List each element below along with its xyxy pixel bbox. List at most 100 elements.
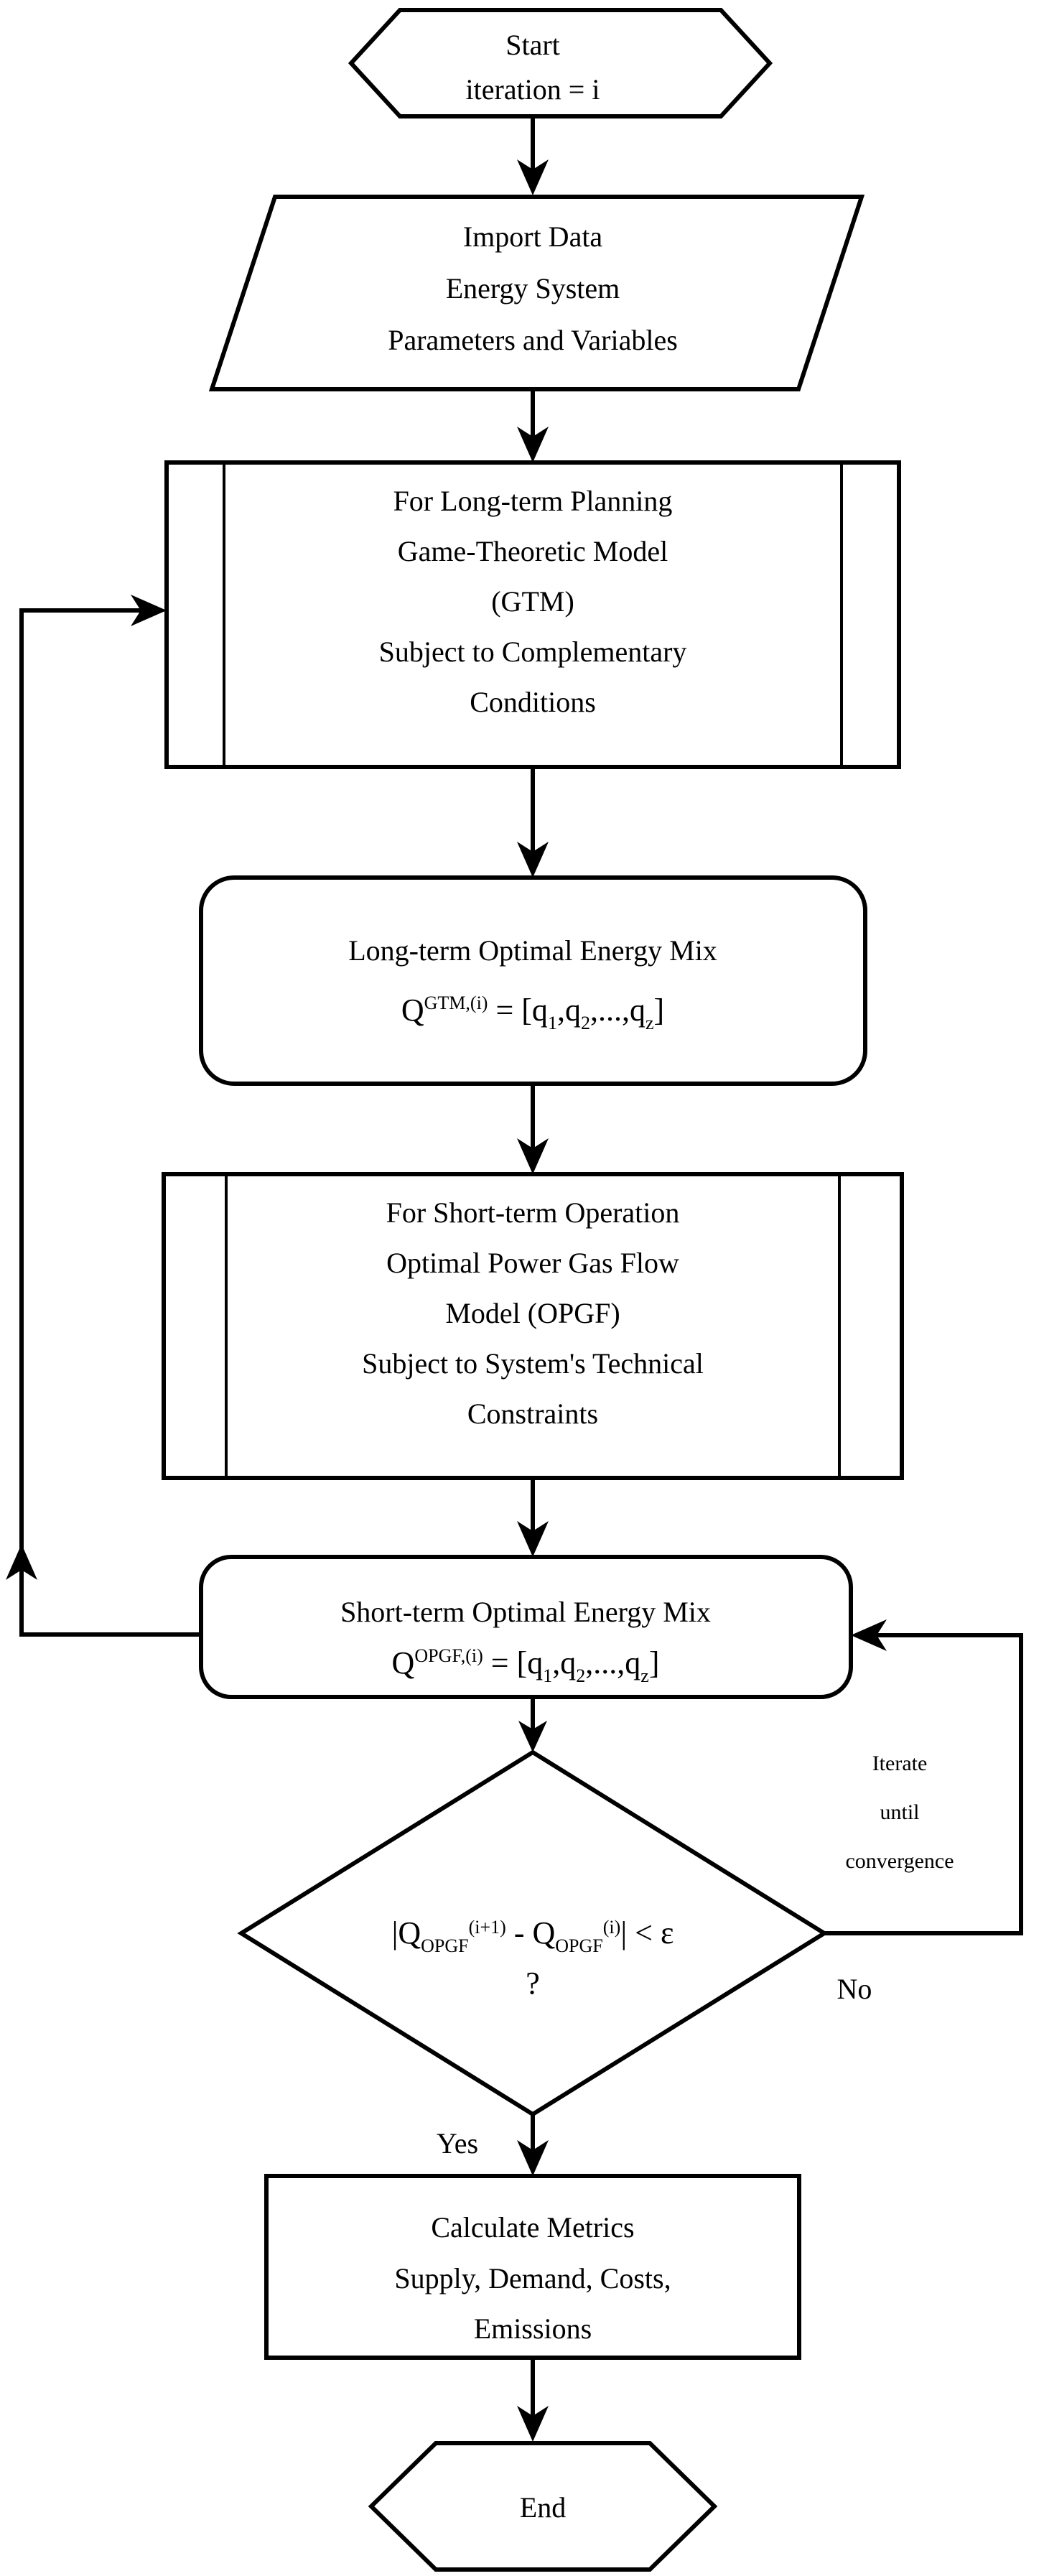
decision-q1-sup: (i+1)	[469, 1917, 506, 1938]
ltm-formula-rest: = [q	[488, 992, 547, 1028]
ltm-formula-sub1: 1	[548, 1013, 557, 1033]
edge-shortterm-to-gtm-path	[19, 608, 201, 1637]
decision-comparison: <	[627, 1915, 661, 1950]
edge-no-feedback-arrowhead	[851, 1619, 887, 1651]
decision-q2-sub: OPGF	[555, 1935, 602, 1956]
opgf-line2: Optimal Power Gas Flow	[386, 1247, 679, 1279]
edge-label-iterate-until-convergence: Iterate until convergence	[845, 1752, 954, 1873]
iterate-label-line1: Iterate	[872, 1752, 928, 1775]
ltm-formula-sub3: z	[645, 1013, 654, 1033]
edge-no-feedback-loop	[824, 1619, 1023, 1935]
ltm-formula-mid1: ,q	[557, 992, 581, 1028]
edge-label-no: No	[837, 1973, 872, 2005]
iterate-label-line3: convergence	[845, 1849, 954, 1873]
calculate-metrics-line1: Calculate Metrics	[431, 2211, 634, 2243]
node-gtm[interactable]: For Long-term Planning Game-Theoretic Mo…	[164, 460, 901, 769]
decision-q2-base: Q	[533, 1915, 556, 1950]
ltm-formula-base: Q	[401, 992, 424, 1028]
edge-start-to-import-arrowhead	[517, 159, 549, 195]
edge-shortterm-to-gtm-feedback	[6, 595, 201, 1637]
decision-bar-open: |	[392, 1915, 399, 1950]
calculate-metrics-line3: Emissions	[474, 2312, 592, 2345]
node-calculate-metrics[interactable]: Calculate Metrics Supply, Demand, Costs,…	[264, 2174, 801, 2360]
edge-gtm-to-longterm-arrowhead	[517, 842, 549, 878]
decision-q2-sup: (i)	[603, 1917, 621, 1938]
node-end[interactable]: End	[368, 2441, 718, 2572]
end-hexagon-shape	[368, 2441, 718, 2572]
iterate-label-line2: until	[880, 1800, 919, 1824]
gtm-line5: Conditions	[470, 686, 596, 718]
stm-formula-sub1: 1	[543, 1665, 552, 1686]
stm-formula-end: ]	[649, 1645, 660, 1680]
calculate-metrics-rect	[264, 2174, 801, 2360]
node-import-data[interactable]: Import Data Energy System Parameters and…	[208, 195, 865, 391]
stm-formula-sub3: z	[640, 1665, 649, 1686]
opgf-outer-rect	[162, 1172, 904, 1480]
import-data-line3: Parameters and Variables	[388, 324, 678, 356]
ltm-formula-mid2: ,...,q	[590, 992, 645, 1028]
opgf-line1: For Short-term Operation	[386, 1196, 680, 1229]
node-decision[interactable]: |QOPGF(i+1) - QOPGF(i)| < ε ?	[237, 1749, 829, 2117]
long-term-mix-rounded-rect	[199, 875, 867, 1086]
edge-shortterm-to-decision	[518, 1697, 547, 1752]
gtm-line4: Subject to Complementary	[379, 636, 687, 668]
edge-shortterm-to-gtm-up-arrowhead	[6, 1544, 37, 1580]
short-term-mix-line1: Short-term Optimal Energy Mix	[340, 1596, 711, 1628]
edge-metrics-to-end	[517, 2358, 549, 2442]
start-hexagon-shape	[348, 8, 773, 118]
decision-q1-sub: OPGF	[421, 1935, 468, 1956]
edge-gtm-to-longterm	[517, 767, 549, 878]
import-data-line1: Import Data	[463, 220, 603, 253]
long-term-mix-line1: Long-term Optimal Energy Mix	[348, 934, 717, 967]
node-long-term-mix[interactable]: Long-term Optimal Energy Mix QGTM,(i) = …	[199, 875, 867, 1086]
edge-shortterm-to-decision-arrowhead	[518, 1721, 547, 1752]
gtm-line2: Game-Theoretic Model	[398, 535, 668, 567]
node-short-term-mix[interactable]: Short-term Optimal Energy Mix QOPGF,(i) …	[199, 1555, 853, 1699]
stm-formula-mid2: ,...,q	[585, 1645, 640, 1680]
calculate-metrics-line2: Supply, Demand, Costs,	[394, 2262, 671, 2294]
stm-formula-base: Q	[392, 1645, 415, 1680]
stm-formula-rest: = [q	[483, 1645, 543, 1680]
ltm-formula-sup: GTM,(i)	[424, 992, 488, 1013]
start-line1: Start	[505, 29, 560, 61]
edge-decision-to-metrics-arrowhead	[517, 2140, 549, 2176]
edge-no-feedback-path	[824, 1633, 1023, 1935]
short-term-mix-formula: QOPGF,(i) = [q1,q2,...,qz]	[392, 1645, 660, 1686]
end-line1: End	[520, 2491, 566, 2524]
decision-q1-base: Q	[398, 1915, 421, 1950]
decision-question-mark: ?	[526, 1966, 540, 2001]
gtm-line3: (GTM)	[491, 585, 574, 618]
edge-opgf-to-shortterm-arrowhead	[517, 1521, 549, 1557]
edge-decision-to-metrics	[517, 2114, 549, 2176]
import-data-line2: Energy System	[446, 272, 620, 304]
stm-formula-sub2: 2	[576, 1665, 585, 1686]
stm-formula-sup: OPGF,(i)	[414, 1645, 483, 1666]
gtm-line1: For Long-term Planning	[393, 485, 673, 517]
ltm-formula-sub2: 2	[581, 1013, 590, 1033]
start-line2: iteration = i	[466, 73, 600, 106]
edge-import-to-gtm	[517, 389, 549, 462]
edge-shortterm-to-gtm-arrowhead	[131, 595, 167, 626]
decision-epsilon: ε	[661, 1915, 674, 1950]
edge-metrics-to-end-arrowhead	[517, 2406, 549, 2442]
node-opgf[interactable]: For Short-term Operation Optimal Power G…	[162, 1172, 904, 1480]
decision-bar-close: |	[620, 1915, 627, 1950]
edge-import-to-gtm-arrowhead	[517, 427, 549, 462]
edge-start-to-import	[517, 116, 549, 195]
stm-formula-mid1: ,q	[552, 1645, 576, 1680]
node-start[interactable]: Start iteration = i	[348, 8, 773, 118]
decision-minus: -	[506, 1915, 533, 1950]
opgf-line4: Subject to System's Technical	[362, 1347, 704, 1380]
edge-longterm-to-opgf	[517, 1084, 549, 1174]
opgf-line3: Model (OPGF)	[445, 1297, 620, 1329]
import-data-parallelogram-shape	[208, 195, 865, 391]
edge-longterm-to-opgf-arrowhead	[517, 1138, 549, 1174]
ltm-formula-end: ]	[653, 992, 664, 1028]
edge-label-yes: Yes	[437, 2127, 478, 2159]
edge-opgf-to-shortterm	[517, 1478, 549, 1557]
decision-condition: |QOPGF(i+1) - QOPGF(i)| < ε	[392, 1915, 674, 1956]
opgf-line5: Constraints	[467, 1398, 598, 1430]
short-term-mix-rounded-rect	[199, 1555, 853, 1699]
